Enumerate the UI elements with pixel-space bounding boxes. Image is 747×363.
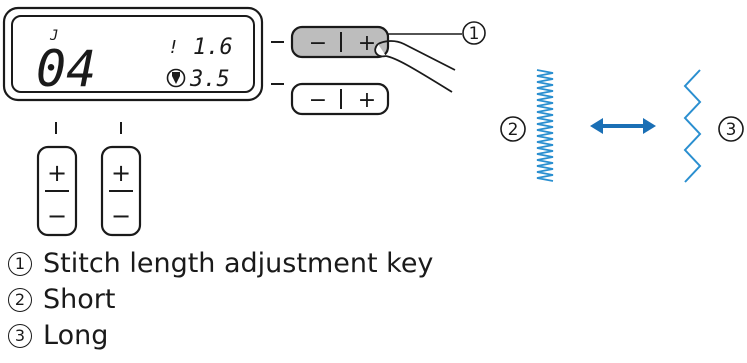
stitch-length-value: 3.5 [189,67,230,92]
vertical-key-right-plus-button[interactable]: + [111,159,131,187]
legend-item-stitch-length-key: 1 Stitch length adjustment key [8,246,433,282]
long-stitch-zigzag [685,70,700,182]
width-indicator-icon: ! [168,37,179,58]
callout-2: 2 [501,117,525,141]
svg-text:3: 3 [726,120,737,140]
vertical-key-left[interactable]: + − [38,147,76,235]
legend-label: Short [43,282,115,318]
stitch-adjustment-diagram: J 04 ! 1.6 3.5 − + 1 − + [0,0,747,250]
stitch-width-key[interactable]: − + [292,84,388,114]
legend-number: 3 [8,324,32,348]
legend-number: 1 [8,252,32,276]
svg-text:2: 2 [508,120,519,140]
svg-text:1: 1 [469,24,480,44]
legend-label: Long [43,318,108,354]
stitch-width-value: 1.6 [193,35,233,60]
stitch-length-plus-button[interactable]: + [358,31,376,56]
stitch-width-minus-button[interactable]: − [309,88,327,113]
stitch-length-key[interactable]: − + [292,27,388,57]
stitch-length-minus-button[interactable]: − [309,31,327,56]
legend-label: Stitch length adjustment key [43,246,433,282]
callout-1: 1 [463,22,485,44]
double-arrow-icon [590,118,656,134]
legend-number: 2 [8,288,32,312]
callout-3: 3 [719,117,743,141]
vertical-key-right-minus-button[interactable]: − [111,202,131,230]
short-stitch-zigzag [537,70,553,181]
pattern-number: 04 [36,40,96,98]
stitch-width-plus-button[interactable]: + [358,88,376,113]
legend: 1 Stitch length adjustment key 2 Short 3… [8,246,433,354]
vertical-key-left-minus-button[interactable]: − [47,202,67,230]
lcd-panel: J 04 ! 1.6 3.5 [4,8,262,100]
legend-item-short: 2 Short [8,282,433,318]
vertical-key-left-plus-button[interactable]: + [47,159,67,187]
vertical-key-right[interactable]: + − [102,147,140,235]
legend-item-long: 3 Long [8,318,433,354]
